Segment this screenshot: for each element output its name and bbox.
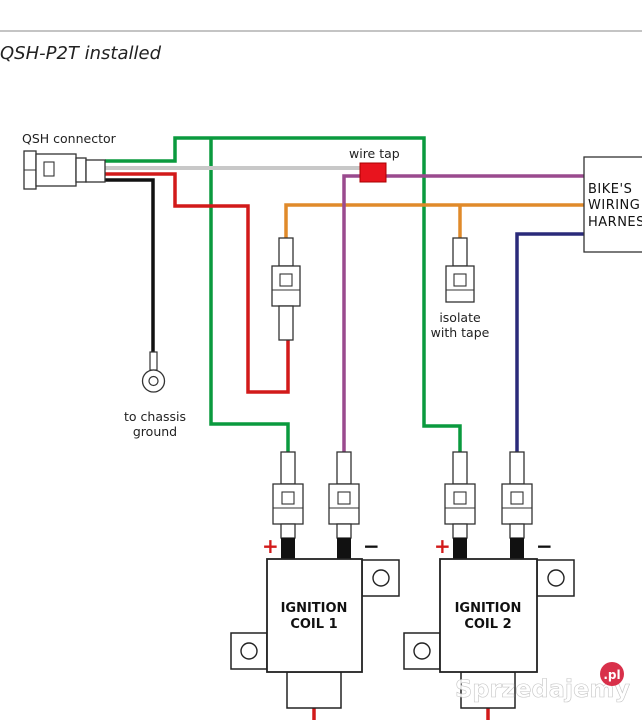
coil1-minus-sign: − [363,534,380,558]
coil2-minus-sign: − [536,534,553,558]
wire-tap-label: wire tap [349,146,400,161]
purple-wire-down [342,174,360,452]
red-wire [105,172,290,394]
harness-label-3: HARNES [588,215,642,230]
qsh-connector [23,150,106,190]
qsh-connector-label: QSH connector [22,131,117,146]
coil2-plus-sign: + [434,534,451,558]
ignition-coil-2 [403,558,575,709]
coil2-plus-connector [444,451,476,559]
ignition-coil-1 [230,558,400,709]
green-wire [105,136,462,452]
wires [105,136,584,720]
harness-label-1: BIKE'S [588,182,632,197]
isolate-label-2: with tape [431,325,490,340]
coil2-label-2: COIL 2 [464,617,511,632]
navy-wire [515,232,584,452]
coil1-label-2: COIL 1 [290,617,337,632]
page-title: QSH-P2T installed [0,43,162,64]
coil2-minus-connector [501,451,533,559]
isolate-label-1: isolate [439,310,481,325]
inline-connector [271,237,301,341]
wire-tap [359,162,387,183]
orange-wire [284,203,584,238]
coil2-label-1: IGNITION [455,601,522,616]
bike-harness-box [583,156,642,253]
coil1-minus-connector [328,451,360,559]
black-wire [105,178,155,352]
coil1-plus-connector [272,451,304,559]
green-wire-branch [209,138,290,452]
watermark-badge-text: .pl [603,668,620,682]
coil1-label-1: IGNITION [281,601,348,616]
watermark: Sprzedajemy .pl [455,662,631,703]
chassis-label-2: ground [133,424,177,439]
chassis-label-1: to chassis [124,409,186,424]
harness-label-2: WIRING [588,198,640,213]
coil1-plus-sign: + [262,534,279,558]
chassis-ring-terminal [141,351,166,393]
isolated-connector [445,237,475,303]
watermark-badge [600,662,624,686]
